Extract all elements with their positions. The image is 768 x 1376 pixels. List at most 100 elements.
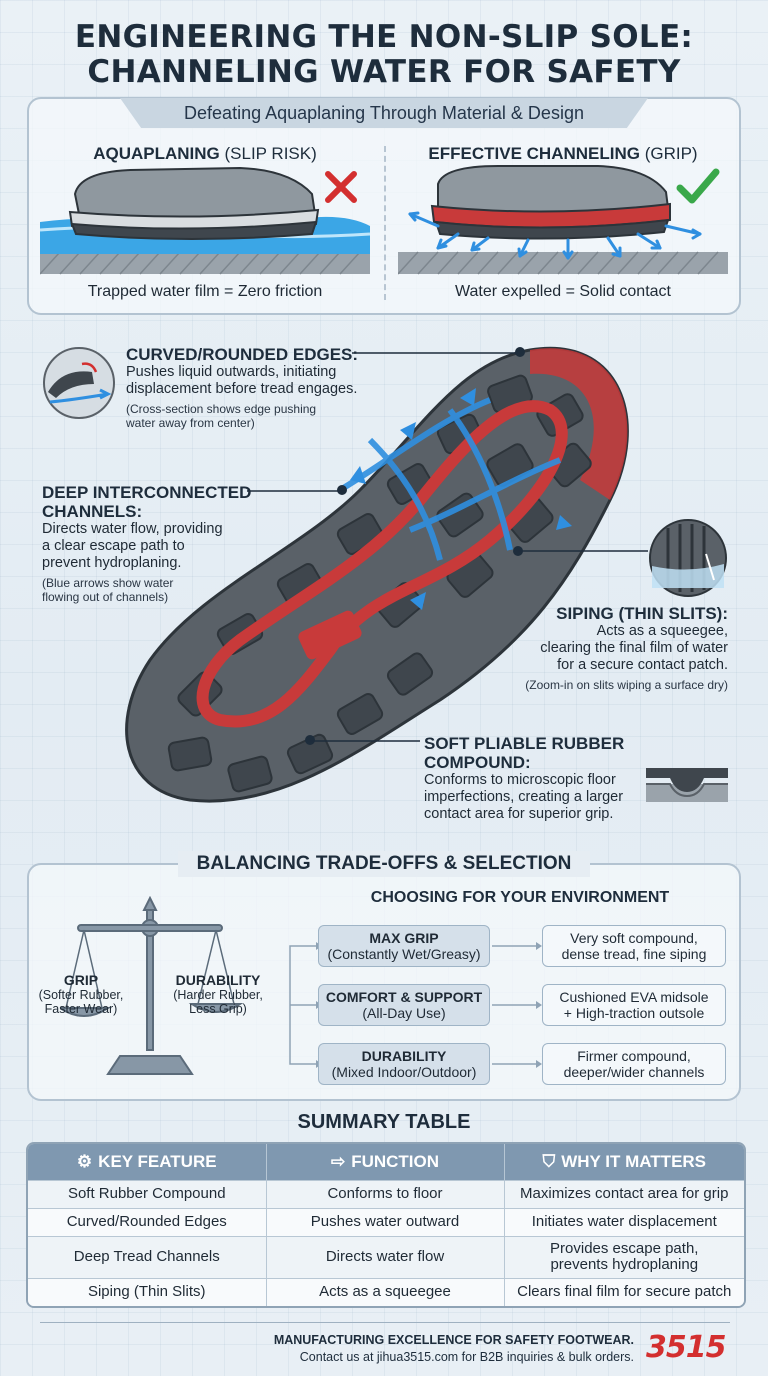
aquaplaning-heading-bold: AQUAPLANING <box>93 144 220 163</box>
callout-siping: SIPING (THIN SLITS): Acts as a squeegee,… <box>468 604 728 692</box>
water-arrows <box>408 211 702 260</box>
callout-rubber-title: SOFT PLIABLE RUBBER COMPOUND: <box>424 734 625 772</box>
sole-red-edge <box>530 348 628 500</box>
table-row: Soft Rubber Compound Conforms to floor M… <box>28 1179 744 1208</box>
summary-header-row: ⚙KEY FEATURE ⇨FUNCTION ⛉WHY IT MATTERS <box>28 1144 744 1180</box>
table-cell-function: Pushes water outward <box>266 1207 505 1236</box>
sole-illustration <box>125 346 629 803</box>
channeling-heading: EFFECTIVE CHANNELING (GRIP) <box>398 144 728 164</box>
table-cell-why-line1: Maximizes contact area for grip <box>520 1185 729 1202</box>
callout-siping-body1: Acts as a squeegee, <box>596 623 728 639</box>
option-max-grip-sub: (Constantly Wet/Greasy) <box>327 946 481 962</box>
channeling-heading-light: (GRIP) <box>644 144 698 163</box>
aquaplaning-caption: Trapped water film = Zero friction <box>87 283 323 300</box>
callout-dots <box>305 347 525 745</box>
callout-curved-edges-body2: displacement before tread engages. <box>126 381 358 397</box>
option-comfort-support: COMFORT & SUPPORT (All-Day Use) <box>318 984 490 1026</box>
summary-col-why: ⛉WHY IT MATTERS <box>504 1144 744 1180</box>
shoe-outsole <box>70 220 318 240</box>
callout-channels-body2: a clear escape path to <box>42 538 185 554</box>
page-title-line1: ENGINEERING THE NON-SLIP SOLE: <box>74 19 694 55</box>
callout-curved-edges-note1: (Cross-section shows edge pushing <box>126 402 317 416</box>
callout-curved-edges-title: CURVED/ROUNDED EDGES: <box>126 345 359 364</box>
footer-line2: Contact us at jihua3515.com for B2B inqu… <box>299 1350 634 1364</box>
callout-rubber-body1: Conforms to microscopic floor <box>424 772 616 788</box>
option-comfort-support-name: COMFORT & SUPPORT <box>325 989 483 1005</box>
comparison-subtitle: Defeating Aquaplaning Through Material &… <box>120 98 648 128</box>
siping-zoom-inset <box>649 519 727 597</box>
table-cell-why: Clears final film for secure patch <box>504 1277 744 1306</box>
scale-durability-line1: (Harder Rubber, <box>173 988 263 1002</box>
callout-curved-edges-note2: water away from center) <box>126 416 255 430</box>
scale-durability-title: DURABILITY <box>175 972 261 988</box>
page-title-line2: CHANNELING WATER FOR SAFETY <box>87 54 681 90</box>
callout-channels-body3: prevent hydroplaning. <box>42 555 182 571</box>
callout-siping-body2: clearing the final film of water <box>540 640 728 656</box>
callout-channels-body1: Directs water flow, providing <box>42 521 223 537</box>
table-cell-why: Initiates water displacement <box>504 1207 744 1236</box>
aquaplaning-heading: AQUAPLANING (SLIP RISK) <box>40 144 370 164</box>
callout-siping-note: (Zoom-in on slits wiping a surface dry) <box>525 678 728 692</box>
table-cell-function: Acts as a squeegee <box>266 1277 505 1306</box>
callout-channels-note2: flowing out of channels) <box>42 590 169 604</box>
x-mark-icon <box>325 171 357 203</box>
table-row: Deep Tread Channels Directs water flow P… <box>28 1235 744 1278</box>
summary-col-why-label: WHY IT MATTERS <box>561 1151 707 1171</box>
aquaplaning-illustration <box>40 166 370 275</box>
scale-grip-line2: Faster Wear) <box>44 1002 118 1016</box>
balance-scale-icon <box>60 896 244 1075</box>
result-max-grip: Very soft compound, dense tread, fine si… <box>542 925 726 967</box>
table-cell-why-line1: Provides escape path, <box>550 1240 699 1257</box>
result-durability-line2: deeper/wider channels <box>563 1064 705 1080</box>
table-row: Siping (Thin Slits) Acts as a squeegee C… <box>28 1277 744 1306</box>
table-cell-why: Provides escape path, prevents hydroplan… <box>504 1235 744 1278</box>
channeling-heading-bold: EFFECTIVE CHANNELING <box>428 144 640 163</box>
table-cell-feature: Siping (Thin Slits) <box>28 1277 267 1306</box>
comparison-divider <box>384 146 386 300</box>
water-channels <box>338 397 562 561</box>
arrow-right-icon: ⇨ <box>330 1151 346 1171</box>
table-row: Curved/Rounded Edges Pushes water outwar… <box>28 1207 744 1236</box>
callout-channels-title2: CHANNELS: <box>42 502 143 521</box>
result-max-grip-line2: dense tread, fine siping <box>561 946 707 962</box>
aquaplaning-heading-light: (SLIP RISK) <box>224 144 317 163</box>
table-cell-why: Maximizes contact area for grip <box>504 1179 744 1208</box>
shield-check-icon: ⛉ <box>542 1151 556 1171</box>
rubber-conform-inset <box>646 768 728 802</box>
callout-channels-note1: (Blue arrows show water <box>42 576 174 590</box>
option-comfort-support-sub: (All-Day Use) <box>362 1005 446 1021</box>
scale-durability-label: DURABILITY (Harder Rubber, Less Grip) <box>166 972 270 1016</box>
floor-hatch <box>398 252 728 274</box>
table-cell-function: Directs water flow <box>266 1235 505 1278</box>
callout-rubber: SOFT PLIABLE RUBBER COMPOUND: Conforms t… <box>424 734 734 823</box>
callout-siping-body3: for a secure contact patch. <box>557 657 728 673</box>
summary-heading: SUMMARY TABLE <box>297 1111 471 1133</box>
channeling-caption: Water expelled = Solid contact <box>455 283 671 300</box>
result-durability: Firmer compound, deeper/wider channels <box>542 1043 726 1085</box>
edge-cross-section-inset <box>43 347 115 419</box>
option-durability: DURABILITY (Mixed Indoor/Outdoor) <box>318 1043 490 1085</box>
table-cell-why-line1: Initiates water displacement <box>531 1213 717 1230</box>
callout-siping-title: SIPING (THIN SLITS): <box>556 604 728 623</box>
result-comfort-support-line1: Cushioned EVA midsole <box>559 989 709 1005</box>
brand-logo: 3515 <box>646 1330 726 1365</box>
tradeoffs-heading: BALANCING TRADE-OFFS & SELECTION <box>178 851 590 877</box>
summary-col-feature-label: KEY FEATURE <box>98 1151 217 1171</box>
floor-hatch-lines <box>40 251 361 275</box>
scale-grip-label: GRIP (Softer Rubber, Faster Wear) <box>36 972 126 1016</box>
result-max-grip-line1: Very soft compound, <box>570 930 698 946</box>
summary-table: ⚙KEY FEATURE ⇨FUNCTION ⛉WHY IT MATTERS S… <box>28 1144 744 1306</box>
sole-red-pad <box>298 610 362 660</box>
scale-grip-title: GRIP <box>63 972 99 988</box>
summary-col-feature: ⚙KEY FEATURE <box>28 1144 267 1180</box>
callout-channels-title1: DEEP INTERCONNECTED <box>42 483 252 502</box>
option-durability-sub: (Mixed Indoor/Outdoor) <box>331 1064 477 1080</box>
water-arrow-heads <box>350 388 572 610</box>
tradeoffs-subheading: CHOOSING FOR YOUR ENVIRONMENT <box>370 889 670 906</box>
table-cell-feature: Deep Tread Channels <box>28 1235 267 1278</box>
result-comfort-support: Cushioned EVA midsole + High-traction ou… <box>542 984 726 1026</box>
callout-rubber-body2: imperfections, creating a larger <box>424 789 624 805</box>
summary-col-function-label: FUNCTION <box>351 1151 440 1171</box>
callout-curved-edges: CURVED/ROUNDED EDGES: Pushes liquid outw… <box>126 345 386 430</box>
